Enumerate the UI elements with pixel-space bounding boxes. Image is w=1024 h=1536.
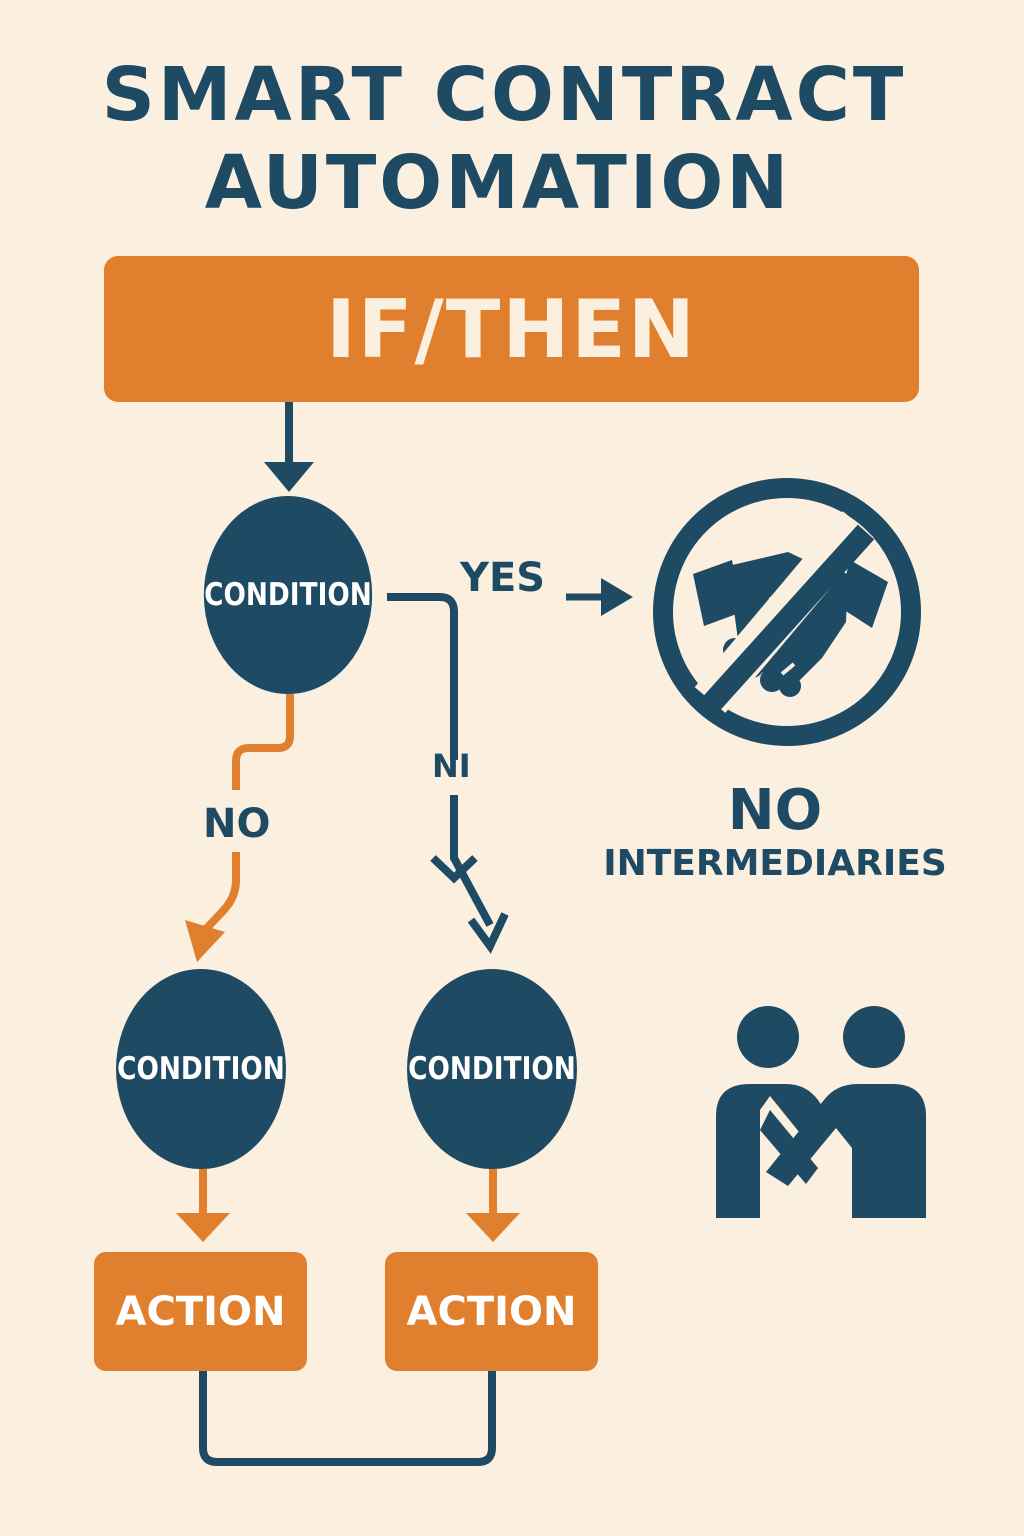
action-box-left: ACTION — [94, 1252, 307, 1371]
condition-node-label: CONDITION — [117, 1051, 285, 1087]
action-label: ACTION — [115, 1288, 286, 1335]
action-label: ACTION — [406, 1288, 577, 1335]
action-box-right: ACTION — [385, 1252, 598, 1371]
condition-node-label: CONDITION — [204, 577, 372, 613]
title-line-2: AUTOMATION — [204, 140, 792, 226]
connector-condition-to-ni-branch — [387, 593, 509, 954]
if-then-box: IF/THEN — [104, 256, 919, 402]
condition-node-left: CONDITION — [116, 969, 286, 1169]
no-intermediaries-heading: NO — [727, 778, 823, 843]
no-intermediaries-subheading: INTERMEDIARIES — [603, 843, 947, 884]
ni-edge-label: NI — [432, 747, 471, 785]
connector-condition-to-no-branch — [185, 694, 294, 962]
condition-node-top: CONDITION — [203, 496, 373, 694]
connector-yes-arrow — [566, 578, 633, 616]
connector-ifthen-to-condition — [264, 402, 314, 492]
yes-edge-label: YES — [460, 555, 546, 601]
connector-condition-to-action-right — [466, 1169, 520, 1242]
no-handshake-icon — [653, 478, 921, 746]
title-line-1: SMART CONTRACT — [101, 52, 907, 138]
condition-node-right: CONDITION — [407, 969, 577, 1169]
connector-condition-to-action-left — [176, 1169, 230, 1242]
no-edge-label: NO — [203, 801, 271, 847]
if-then-label: IF/THEN — [326, 282, 697, 376]
connector-actions-loop — [199, 1371, 496, 1466]
people-holding-hands-icon — [716, 1006, 926, 1218]
condition-node-label: CONDITION — [408, 1051, 576, 1087]
